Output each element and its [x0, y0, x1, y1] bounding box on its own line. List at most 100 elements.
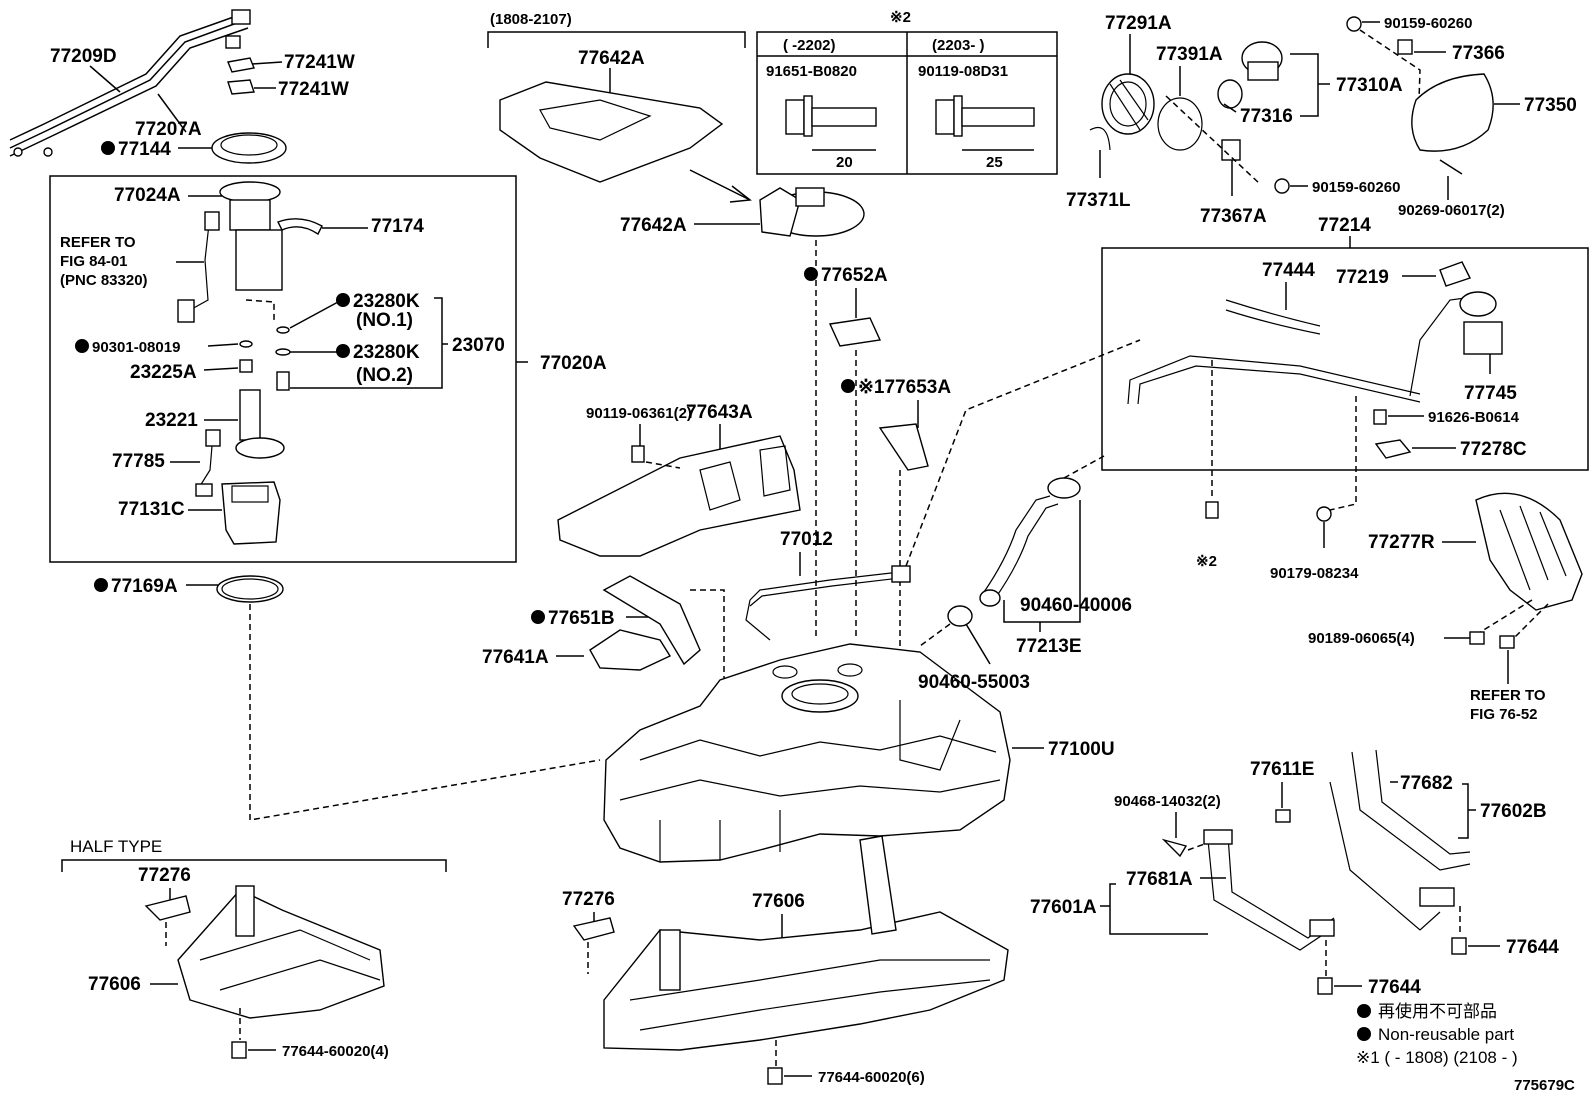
screw-90159-a: [1346, 16, 1362, 32]
legend-jp: 再使用不可部品: [1378, 1001, 1497, 1021]
fuel-tank-77100U: [603, 643, 1011, 863]
legend-dot-en: [1357, 1027, 1371, 1041]
label-77310A: 77310A: [1336, 75, 1403, 96]
label-90468-14032: 90468-14032(2): [1114, 793, 1221, 810]
cover-77219: [1439, 261, 1471, 287]
label-90159-60260-b: 90159-60260: [1312, 179, 1400, 196]
clamp-77278C: [1374, 439, 1412, 459]
half-type-bracket: [61, 859, 447, 872]
label-77214: 77214: [1318, 215, 1371, 236]
cover-77642A: [759, 187, 865, 237]
protector-77606-b: [603, 835, 1009, 1051]
ring-77371L: [1089, 126, 1111, 151]
strap-77682: [1329, 749, 1471, 931]
fuel-door-77350: [1411, 73, 1494, 152]
label-23280K-2: 23280K: [353, 342, 420, 363]
bracket-77643A: [557, 435, 801, 557]
leader: [157, 93, 187, 133]
bolt-91651: [785, 95, 877, 137]
label-77682: 77682: [1400, 773, 1453, 794]
label-77601A: 77601A: [1030, 897, 1097, 918]
label-77785: 77785: [112, 451, 165, 472]
legend-dot-jp: [1357, 1004, 1371, 1018]
pad-77653A: [878, 423, 929, 471]
label-77366: 77366: [1452, 43, 1505, 64]
liner-77277R: [1475, 492, 1583, 611]
cap-77310A: [1217, 41, 1283, 109]
col2-part: 90119-08D31: [918, 63, 1008, 80]
protector-77606-a: [177, 885, 385, 1019]
col2-range: (2203- ): [932, 37, 985, 54]
range-bracket: [487, 31, 746, 48]
label-77644-60020-4: 77644-60020(4): [282, 1043, 389, 1060]
fuel-line-77209D: [9, 9, 251, 157]
refer-text-b1: REFER TO: [1470, 687, 1546, 704]
plate-77641A: [589, 629, 672, 671]
label-77169A: 77169A: [111, 576, 178, 597]
label-77602B: 77602B: [1480, 801, 1547, 822]
label-77024A: 77024A: [114, 185, 181, 206]
label-77644-a: 77644: [1506, 937, 1559, 958]
filler-pipe-77745: [1127, 291, 1503, 405]
col2-length: 25: [986, 154, 1003, 171]
label-77611E: 77611E: [1250, 759, 1314, 780]
label-77651B: 77651B: [548, 608, 615, 629]
fuel-pump-module: [177, 181, 283, 323]
screw-90159-b: [1274, 178, 1290, 194]
label-77643A: 77643A: [686, 402, 753, 423]
pump-assembly-box: [49, 175, 517, 563]
label-77642A-b: 77642A: [620, 215, 687, 236]
label-77745: 77745: [1464, 383, 1517, 404]
legend-en: Non-reusable part: [1378, 1025, 1514, 1044]
label-90189-06065: 90189-06065(4): [1308, 630, 1415, 647]
label-77276-a: 77276: [138, 865, 191, 886]
label-77606-a: 77606: [88, 974, 141, 995]
label-77277R: 77277R: [1368, 532, 1435, 553]
label-77371L: 77371L: [1066, 190, 1131, 211]
label-90460-55003: 90460-55003: [918, 672, 1030, 693]
label-90460-40006: 90460-40006: [1020, 595, 1132, 616]
bracket-77174: [277, 218, 323, 236]
hose-77444: [1225, 299, 1321, 327]
filler-neck-77291A: [1101, 73, 1155, 135]
label-90179-08234: 90179-08234: [1270, 565, 1359, 582]
bracket-77276-b: [572, 917, 615, 941]
label-90269-06017: 90269-06017(2): [1398, 202, 1505, 219]
label-23070: 23070: [452, 335, 505, 356]
label-77276-b: 77276: [562, 889, 615, 910]
legend-note-1: ※1 ( - 1808) (2108 - ): [1356, 1048, 1518, 1067]
label-77444: 77444: [1262, 260, 1315, 281]
filter-parts: [195, 326, 291, 545]
gasket-77391A: [1157, 97, 1203, 151]
label-23280K-1: 23280K: [353, 291, 420, 312]
label-90301-08019: 90301-08019: [92, 339, 180, 356]
refer-text-b2: FIG 76-52: [1470, 706, 1538, 723]
bolt-90119: [935, 95, 1035, 137]
strap-77681A: [1203, 829, 1335, 951]
label-77641A: 77641A: [482, 647, 549, 668]
label-77642A-a: 77642A: [578, 48, 645, 69]
label-77174: 77174: [371, 216, 424, 237]
label-23221: 23221: [145, 410, 198, 431]
clip-77367A: [1221, 139, 1241, 161]
label-range-top: (1808-2107): [490, 11, 572, 28]
label-77020A: 77020A: [540, 353, 607, 374]
refer-text-2: FIG 84-01: [60, 253, 128, 270]
label-23280K-2-sub: (NO.2): [356, 365, 413, 386]
label-23225A: 23225A: [130, 362, 197, 383]
label-77391A: 77391A: [1156, 44, 1223, 65]
hinge-77366: [1397, 39, 1413, 55]
label-77207A: 77207A: [135, 119, 202, 140]
label-90159-60260-a: 90159-60260: [1384, 15, 1472, 32]
label-77644-60020-6: 77644-60020(6): [818, 1069, 925, 1086]
label-77213E: 77213E: [1016, 636, 1082, 657]
label-77652A: 77652A: [821, 265, 888, 286]
label-77241W-a: 77241W: [284, 52, 355, 73]
label-77316: 77316: [1240, 106, 1293, 127]
label-77144: 77144: [118, 139, 171, 160]
col1-range: ( -2202): [783, 37, 836, 54]
note-2-small: ※2: [1196, 553, 1217, 570]
label-77219: 77219: [1336, 267, 1389, 288]
diagram-code: 775679C: [1514, 1077, 1575, 1094]
ring-77144: [211, 132, 287, 164]
